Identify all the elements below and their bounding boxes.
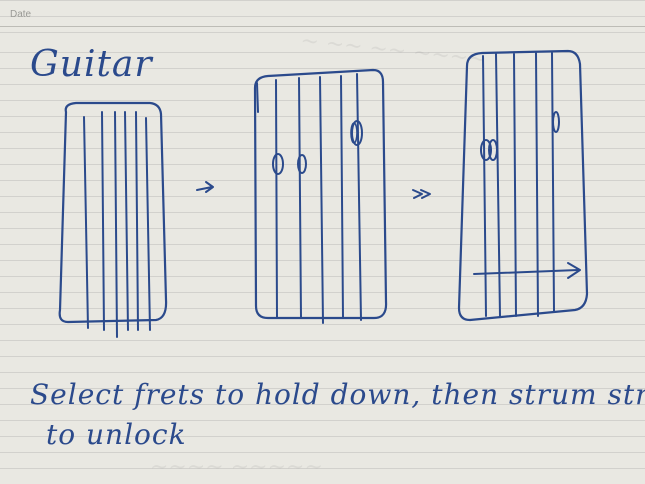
caption-line-1: Select frets to hold down, then strum st… [30,378,645,411]
date-label: Date [10,9,32,20]
strum-arrow-icon [567,262,581,279]
arrow-icon-1 [196,181,214,193]
caption-line-2: to unlock [46,418,187,451]
sketch-title: Guitar [30,44,153,85]
arrow-icon-2 [412,189,431,199]
bleed-through-text-bottom: ~~~~ ~~~~~ [150,455,323,480]
date-rule [0,26,645,27]
fretboard-panel-2 [253,68,388,324]
fretboard-panel-3 [457,49,589,322]
fretboard-panel-1 [58,101,168,338]
